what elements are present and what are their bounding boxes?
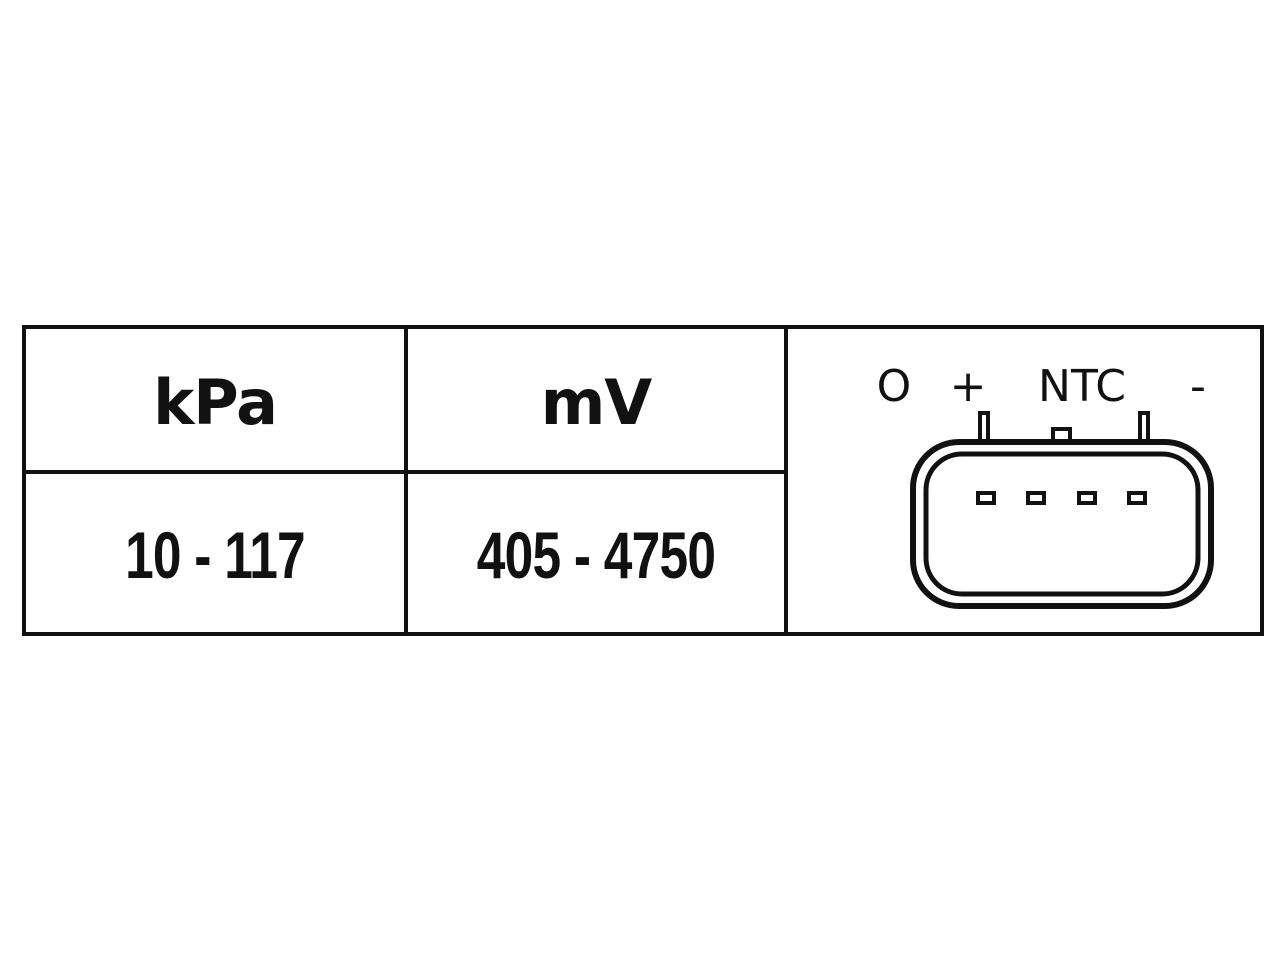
table-right-border bbox=[1260, 325, 1264, 636]
table-left-border bbox=[22, 325, 26, 636]
pin-label-output: O bbox=[876, 361, 912, 412]
connector-cell: O + NTC - bbox=[788, 329, 1260, 632]
spec-table: kPa mV 10 - 117 405 - 4750 O + NTC - bbox=[22, 325, 1264, 636]
pin-stub-positive bbox=[978, 411, 990, 445]
pin-contact-1 bbox=[976, 491, 996, 505]
table-top-border bbox=[22, 325, 1264, 329]
pin-contact-2 bbox=[1026, 491, 1046, 505]
row-divider bbox=[22, 470, 786, 474]
pin-label-positive: + bbox=[949, 361, 987, 412]
connector-housing-inner bbox=[923, 451, 1201, 597]
header-mv: mV bbox=[540, 366, 653, 439]
pin-label-negative: - bbox=[1190, 361, 1206, 412]
table-bottom-border bbox=[22, 632, 1264, 636]
pin-stub-negative bbox=[1138, 411, 1150, 445]
pin-contact-4 bbox=[1127, 491, 1147, 505]
value-mv-range: 405 - 4750 bbox=[476, 517, 716, 592]
header-kpa: kPa bbox=[153, 366, 278, 439]
pin-label-ntc: NTC bbox=[1038, 361, 1126, 412]
pin-contact-3 bbox=[1077, 491, 1097, 505]
column-divider-2 bbox=[784, 325, 788, 636]
column-divider-1 bbox=[404, 325, 408, 636]
connector-housing-outer bbox=[910, 439, 1214, 609]
value-kpa-range: 10 - 117 bbox=[125, 517, 306, 592]
four-pin-connector-icon bbox=[910, 411, 1214, 609]
